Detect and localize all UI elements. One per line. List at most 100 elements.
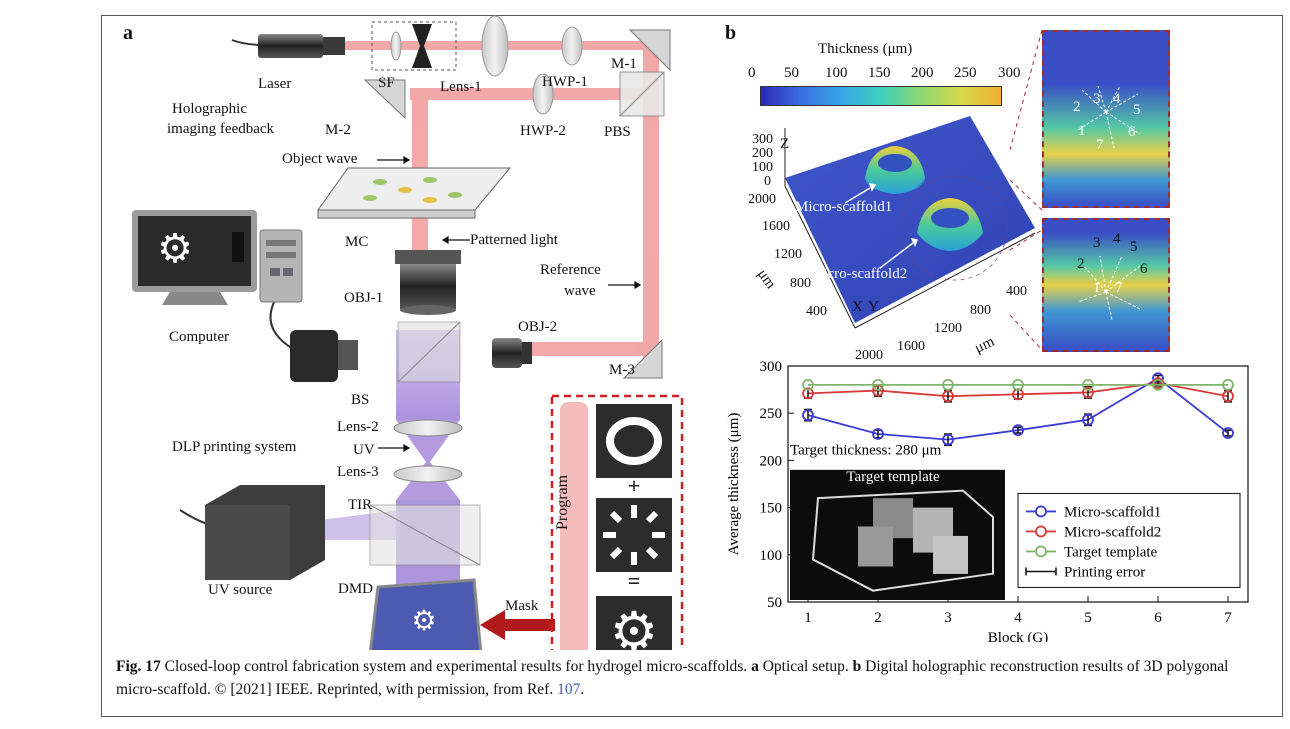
uv-source-device	[179, 485, 325, 580]
label-program: Program	[554, 474, 571, 530]
inset-connectors	[1010, 30, 1043, 351]
label-hwp2: HWP-2	[520, 123, 566, 139]
x-tick-label: 7	[1224, 610, 1232, 626]
inset-rays	[1077, 85, 1143, 321]
x-tick-label: 6	[1154, 610, 1162, 626]
template-block	[933, 535, 968, 574]
colorbar	[760, 86, 1002, 106]
legend-label: Micro-scaffold1	[1064, 504, 1161, 520]
colorbar-ticks: 0 50 100 150 200 250 300	[748, 65, 1021, 81]
z-axis-label: Z	[780, 136, 790, 152]
label-sf: SF	[378, 75, 395, 91]
legend-label: Target template	[1064, 544, 1158, 560]
x-tick: 1600	[897, 339, 925, 354]
series-point-1	[802, 387, 814, 400]
label-lens1: Lens-1	[440, 79, 482, 95]
series-point-2	[1012, 378, 1024, 391]
laser-device	[231, 34, 345, 58]
y-tick-label: 300	[760, 359, 783, 375]
x-tick-label: 4	[1014, 610, 1022, 626]
mc-plate	[317, 167, 512, 219]
caption-end: .	[580, 681, 585, 698]
series-point-0	[1012, 424, 1024, 437]
label-m1: M-1	[611, 56, 637, 72]
x-tick: 800	[970, 303, 991, 318]
svg-text:+: +	[628, 473, 641, 498]
series-point-0	[1222, 427, 1234, 439]
dmd-chip: ⚙	[369, 578, 483, 650]
template-block	[858, 526, 893, 567]
inset-top	[1042, 30, 1170, 208]
label-obj1: OBJ-1	[344, 290, 384, 306]
label-mask: Mask	[505, 598, 539, 614]
inset-bottom	[1042, 218, 1170, 352]
colorbar-title: Thickness (μm)	[818, 41, 913, 57]
x-tick: 2000	[855, 348, 883, 363]
svg-text:⚙: ⚙	[411, 606, 436, 637]
label-dmd: DMD	[338, 581, 374, 597]
y-axis-label: Average thickness (μm)	[726, 413, 742, 556]
label-imaging-feedback: imaging feedback	[167, 121, 275, 137]
series-point-1	[1082, 386, 1094, 399]
caption-ref-link[interactable]: 107	[557, 681, 581, 698]
legend-marker	[1035, 505, 1047, 518]
figure-frame	[101, 15, 1283, 717]
label-m2: M-2	[325, 122, 351, 138]
series-point-0	[802, 409, 814, 421]
x-tick-label: 2	[874, 610, 882, 626]
y-tick-label: 50	[767, 595, 782, 611]
legend-marker	[1035, 525, 1047, 538]
svg-text:=: =	[628, 568, 641, 593]
z-ticks: 300 200 100 0	[752, 132, 773, 189]
series-point-2	[1082, 378, 1094, 391]
label-hwp1: HWP-1	[542, 74, 588, 90]
figure-caption: Fig. 17 Closed-loop control fabrication …	[116, 655, 1266, 701]
caption-text-1: Closed-loop control fabrication system a…	[160, 658, 752, 675]
y-tick: 800	[790, 276, 811, 291]
label-uv: UV	[353, 442, 375, 458]
y-tick-label: 200	[760, 453, 783, 469]
x-tick: 400	[1006, 284, 1027, 299]
obj2	[492, 338, 532, 368]
label-computer: Computer	[169, 329, 229, 345]
y-tick: 1600	[762, 219, 790, 234]
series-point-0	[1082, 413, 1094, 426]
x-tick-label: 5	[1084, 610, 1092, 626]
label-object-wave: Object wave	[282, 151, 358, 167]
label-laser: Laser	[258, 76, 292, 92]
panel-b-letter: b	[725, 22, 737, 44]
template-label: Target template	[846, 469, 940, 485]
label-mc: MC	[345, 234, 369, 250]
y-tick: 400	[806, 304, 827, 319]
panel-a-diagram: ⚙ + = ⚙ ⚙	[132, 15, 684, 650]
series-point-2	[802, 378, 814, 391]
label-pbs: PBS	[604, 124, 631, 140]
series-point-0	[872, 428, 884, 440]
surface-plot	[784, 116, 1035, 329]
series-point-1	[942, 390, 954, 403]
caption-text-3: Digital holographic reconstruction resul…	[116, 658, 1229, 698]
label-tir: TIR	[348, 497, 373, 513]
obj1	[395, 250, 461, 315]
camera	[269, 299, 358, 382]
series-point-2	[1222, 378, 1234, 391]
label-lens2: Lens-2	[337, 419, 379, 435]
label-reference: Reference	[540, 262, 601, 278]
svg-text:⚙: ⚙	[610, 602, 658, 650]
x-axis-label: Block (G)	[988, 630, 1048, 642]
series-point-2	[942, 378, 954, 391]
label-bs: BS	[351, 392, 370, 408]
y-tick-label: 250	[760, 406, 783, 422]
sf-box	[371, 21, 457, 71]
template-wireframe	[811, 489, 994, 592]
legend-label: Micro-scaffold2	[1064, 524, 1161, 540]
axis-x-letter: X	[852, 299, 863, 315]
series-point-2	[872, 378, 884, 391]
x-tick-label: 1	[804, 610, 812, 626]
label-uv-source: UV source	[208, 582, 273, 598]
y-tick-label: 150	[760, 501, 783, 517]
label-lens3: Lens-3	[337, 464, 379, 480]
label-m3: M-3	[609, 362, 635, 378]
caption-fig-label: Fig. 17	[116, 658, 161, 675]
